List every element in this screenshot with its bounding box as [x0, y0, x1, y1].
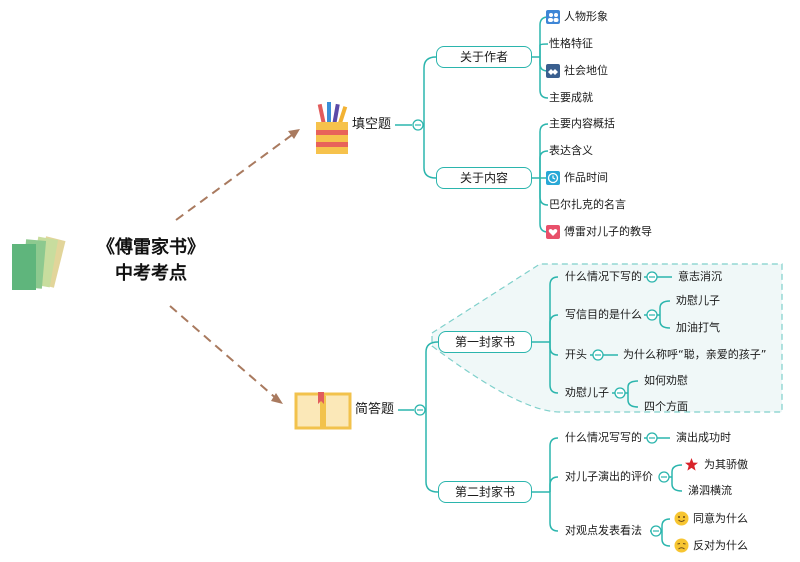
- books-icon: [12, 236, 66, 290]
- letter1-a4b: 四个方面: [644, 400, 688, 413]
- arrow-to-fill: [175, 129, 300, 221]
- author-group-node[interactable]: 关于作者: [436, 46, 532, 68]
- author-item-1: 人物形象: [564, 10, 608, 23]
- content-item-1: 主要内容概括: [549, 117, 615, 130]
- letter1-a2a: 劝慰儿子: [676, 294, 720, 307]
- content-item-2: 表达含义: [549, 144, 593, 157]
- letter2-q2: 对儿子演出的评价: [565, 470, 653, 483]
- content-item-3: 作品时间: [564, 171, 608, 184]
- arrow-to-short: [169, 305, 283, 404]
- letter2-a3a: 同意为什么: [693, 512, 748, 525]
- letter1-q2: 写信目的是什么: [565, 308, 642, 321]
- letter2-node[interactable]: 第二封家书: [438, 481, 532, 503]
- handshake-icon: [546, 64, 560, 78]
- open-book-icon: [294, 392, 352, 430]
- people-icon: [546, 10, 560, 24]
- letter1-q4: 劝慰儿子: [565, 386, 609, 399]
- letter1-highlight-region: [431, 263, 783, 413]
- letter2-q1: 什么情况写写的: [565, 431, 642, 444]
- letter1-a2b: 加油打气: [676, 321, 720, 334]
- letter2-a2a: 为其骄傲: [704, 458, 748, 471]
- sad-face-icon: [674, 538, 689, 553]
- letter1-q1: 什么情况下写的: [565, 270, 642, 283]
- letter2-a2b: 涕泗横流: [688, 484, 732, 497]
- letter1-node[interactable]: 第一封家书: [438, 331, 532, 353]
- letter1-a4a: 如何劝慰: [644, 374, 688, 387]
- clock-icon: [546, 171, 560, 185]
- author-item-4: 主要成就: [549, 91, 593, 104]
- pencil-cup-icon: [316, 102, 348, 154]
- center-title-line1: 《傅雷家书》: [97, 237, 205, 258]
- content-group-node[interactable]: 关于内容: [436, 167, 532, 189]
- content-item-4: 巴尔扎克的名言: [549, 198, 626, 211]
- letter2-a1: 演出成功时: [676, 431, 731, 444]
- content-item-5: 傅雷对儿子的教导: [564, 225, 652, 238]
- smile-face-icon: [674, 511, 689, 526]
- fill-branch-label[interactable]: 填空题: [352, 117, 392, 132]
- heart-icon: [546, 225, 560, 239]
- letter1-q3: 开头: [565, 348, 587, 361]
- author-item-2: 性格特征: [549, 37, 593, 50]
- star-icon: [685, 458, 698, 471]
- letter1-a1: 意志消沉: [678, 270, 722, 283]
- author-item-3: 社会地位: [564, 64, 608, 77]
- letter1-a3: 为什么称呼“聪，亲爱的孩子”: [623, 348, 767, 361]
- letter2-q3: 对观点发表看法: [565, 524, 642, 537]
- short-branch-label[interactable]: 简答题: [355, 402, 395, 417]
- center-title-line2: 中考考点: [115, 263, 187, 284]
- letter2-a3b: 反对为什么: [693, 539, 748, 552]
